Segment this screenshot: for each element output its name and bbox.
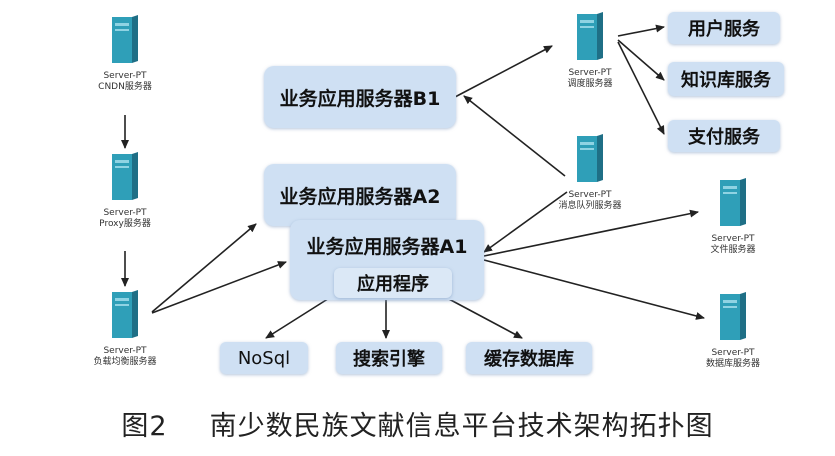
knowledge-base-service: 知识库服务 bbox=[668, 62, 784, 96]
server-name-label: 消息队列服务器 bbox=[558, 201, 622, 211]
server-tower-icon bbox=[112, 290, 138, 338]
server-tower-icon bbox=[577, 134, 603, 182]
server-name-label: CNDN服务器 bbox=[98, 82, 152, 92]
server-name-label: Proxy服务器 bbox=[99, 219, 151, 229]
figure-caption: 图2 南少数民族文献信息平台技术架构拓扑图 bbox=[0, 404, 835, 443]
server-cndn: Server-PT CNDN服务器 bbox=[70, 15, 180, 93]
server-type-label: Server-PT bbox=[103, 208, 147, 218]
arrow-mq-to-b1 bbox=[463, 95, 566, 177]
server-name-label: 数据库服务器 bbox=[705, 359, 760, 369]
server-load-balancer: Server-PT 负载均衡服务器 bbox=[70, 290, 180, 368]
arrow-dispatch-to-pay-service bbox=[617, 41, 665, 135]
server-tower-icon bbox=[112, 15, 138, 63]
server-type-label: Server-PT bbox=[103, 71, 147, 81]
arrow-dispatch-to-user-service bbox=[617, 24, 665, 37]
server-type-label: Server-PT bbox=[711, 348, 755, 358]
server-file: Server-PT 文件服务器 bbox=[678, 178, 788, 256]
server-dispatch: Server-PT 调度服务器 bbox=[535, 12, 645, 90]
payment-service: 支付服务 bbox=[668, 120, 780, 152]
nosql-store: NoSql bbox=[220, 342, 308, 374]
server-name-label: 文件服务器 bbox=[710, 245, 756, 255]
arrow-a1-to-file bbox=[483, 209, 699, 257]
server-tower-icon bbox=[720, 292, 746, 340]
figure-title: 南少数民族文献信息平台技术架构拓扑图 bbox=[209, 411, 714, 442]
server-type-label: Server-PT bbox=[711, 234, 755, 244]
arrow-lb-to-a2 bbox=[151, 223, 257, 313]
search-engine: 搜索引擎 bbox=[336, 342, 442, 374]
arrow-dispatch-to-kb-service bbox=[617, 39, 665, 81]
server-tower-icon bbox=[112, 152, 138, 200]
server-tower-icon bbox=[577, 12, 603, 60]
server-name-label: 负载均衡服务器 bbox=[93, 357, 157, 367]
cache-database: 缓存数据库 bbox=[466, 342, 592, 374]
server-proxy: Server-PT Proxy服务器 bbox=[70, 152, 180, 230]
arrow-a1-to-db bbox=[483, 259, 705, 320]
user-service: 用户服务 bbox=[668, 12, 780, 44]
server-type-label: Server-PT bbox=[103, 346, 147, 356]
server-database: Server-PT 数据库服务器 bbox=[678, 292, 788, 370]
arrow-b1-to-dispatch bbox=[454, 45, 553, 98]
server-tower-icon bbox=[720, 178, 746, 226]
server-type-label: Server-PT bbox=[568, 190, 612, 200]
figure-number: 图2 bbox=[121, 411, 168, 442]
server-type-label: Server-PT bbox=[568, 68, 612, 78]
server-name-label: 调度服务器 bbox=[567, 79, 613, 89]
app-server-a1-label: 业务应用服务器A1 bbox=[306, 236, 468, 258]
arrow-mq-to-a1 bbox=[483, 191, 568, 253]
app-server-b1: 业务应用服务器B1 bbox=[264, 66, 456, 128]
application-program: 应用程序 bbox=[334, 268, 452, 298]
server-message-queue: Server-PT 消息队列服务器 bbox=[535, 134, 645, 212]
arrow-lb-to-a1 bbox=[151, 261, 287, 314]
app-server-a2: 业务应用服务器A2 bbox=[264, 164, 456, 226]
